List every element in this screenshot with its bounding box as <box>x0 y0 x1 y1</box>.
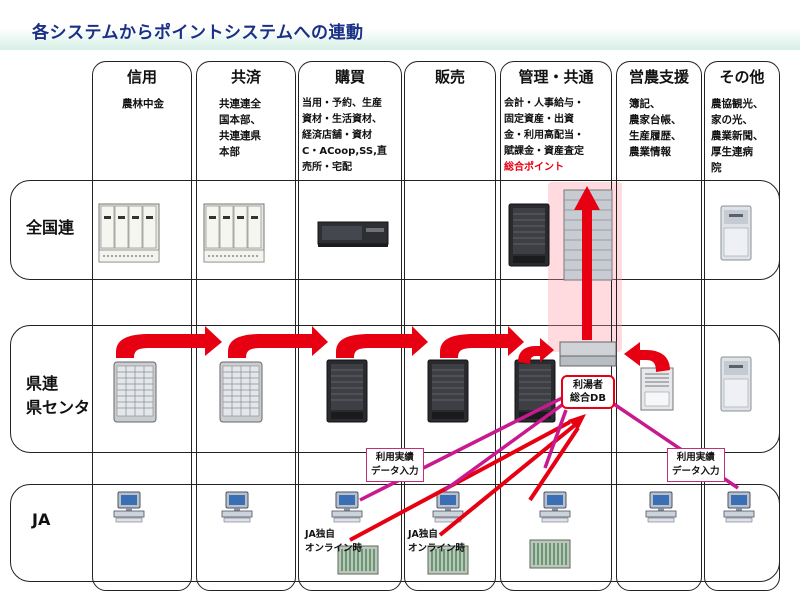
red-arrow-head <box>568 414 586 430</box>
column-einou: 営農支援 簿記、 農家台帳、 生産履歴、 農業情報 <box>616 61 702 591</box>
tower-server-icon <box>640 367 674 411</box>
rack-server-icon <box>317 221 389 247</box>
tower-server-icon <box>326 359 368 423</box>
row-label-text: 全国連 <box>26 218 75 237</box>
pc-terminal-icon <box>723 491 755 523</box>
red-curved-arrow <box>624 342 670 372</box>
row-label-zenkokuren: 全国連 <box>26 216 74 240</box>
column-kobai: 購買 当用・予約、生産 資材・生活資材、 経済店舗・資材 C・ACoop,SS,… <box>298 61 402 591</box>
red-curved-arrow <box>518 338 554 364</box>
note-line: データ入力 <box>672 466 720 477</box>
column-desc-line: 簿記、 <box>629 98 661 110</box>
tower-server-icon <box>720 356 752 412</box>
column-desc-line: 本部 <box>219 146 240 158</box>
row-label-text: 県センタ <box>26 398 91 417</box>
column-desc-line: C・ACoop,SS,直 <box>302 146 387 157</box>
row-label-text: JA <box>32 510 51 529</box>
column-desc-line: 家の光、 <box>711 114 753 126</box>
tower-server-icon <box>427 359 469 423</box>
column-hanbai: 販売 <box>404 61 496 591</box>
note-line: データ入力 <box>371 466 419 477</box>
column-header: その他 <box>719 68 765 86</box>
red-curved-arrow <box>336 326 428 358</box>
column-desc-line: 院 <box>711 162 722 174</box>
total-point-label: 総合ポイント <box>504 162 564 173</box>
column-desc-line: 売所・宅配 <box>302 162 352 173</box>
column-desc-line: 農業情報 <box>629 146 671 158</box>
column-kanri: 管理・共通 会計・人事給与・ 固定資産・出資 金・利用高配当・ 賦課金・資産査定… <box>500 61 612 591</box>
row-label-ja: JA <box>32 508 50 532</box>
usage-data-input-note-left: 利用実績 データ入力 <box>366 448 424 482</box>
total-point-arrow <box>574 186 600 340</box>
red-curved-arrow <box>116 326 222 358</box>
column-desc-line: 賦課金・資産査定 <box>504 146 584 157</box>
column-desc: 農林中金 <box>97 96 189 112</box>
column-desc-line: 金・利用高配当・ <box>504 130 584 141</box>
note-line: 利用実績 <box>676 452 715 463</box>
ja-note-line: JA独自 <box>408 529 438 540</box>
pc-terminal-icon <box>113 491 145 523</box>
column-desc-line: 農家台帳、 <box>629 114 682 126</box>
column-sonota: その他 農協観光、 家の光、 農業新聞、 厚生連病 院 <box>704 61 780 591</box>
title-band <box>0 0 800 50</box>
rack-server-icon <box>559 341 617 367</box>
pc-terminal-icon <box>645 491 677 523</box>
ja-note-line: オンライン時 <box>408 543 466 554</box>
column-header: 信用 <box>126 68 157 86</box>
ja-own-online-note-2: JA独自 オンライン時 <box>408 528 465 556</box>
column-desc-line: 経済店舗・資材 <box>302 130 372 141</box>
pc-terminal-icon <box>221 491 253 523</box>
column-desc-line: 当用・予約、生産 <box>302 98 382 109</box>
column-header: 共済 <box>230 68 261 86</box>
page-title: 各システムからポイントシステムへの連動 <box>32 23 364 43</box>
column-shinyo: 信用 農林中金 <box>92 61 192 591</box>
mainframe-rack-icon <box>98 203 160 263</box>
column-desc-line: 農業新聞、 <box>711 130 764 142</box>
column-header: 管理・共通 <box>518 68 594 86</box>
column-desc-line: 厚生連病 <box>711 146 753 158</box>
column-desc-line: 会計・人事給与・ <box>504 98 584 109</box>
ja-note-line: JA独自 <box>305 529 335 540</box>
note-line: 利用実績 <box>375 452 414 463</box>
column-desc-line: 共連連県 <box>219 130 261 142</box>
tower-server-icon <box>720 205 752 261</box>
db-box-line: 総合DB <box>570 393 606 404</box>
column-desc: 当用・予約、生産 資材・生活資材、 経済店舗・資材 C・ACoop,SS,直 売… <box>302 96 399 176</box>
row-label-text: 県連 <box>26 374 59 393</box>
column-desc-line: 農協観光、 <box>711 98 764 110</box>
column-desc: 簿記、 農家台帳、 生産履歴、 農業情報 <box>629 96 699 160</box>
column-header: 販売 <box>434 68 465 86</box>
column-desc: 共連連全 国本部、 共連連県 本部 <box>219 96 293 160</box>
red-curved-arrow <box>440 326 524 358</box>
ja-note-line: オンライン時 <box>305 543 363 554</box>
column-desc-line: 固定資産・出資 <box>504 114 574 125</box>
user-integrated-db-box: 利湯者 総合DB <box>561 375 615 409</box>
column-desc: 会計・人事給与・ 固定資産・出資 金・利用高配当・ 賦課金・資産査定 総合ポイン… <box>504 96 609 176</box>
column-desc-line: 生産履歴、 <box>629 130 682 142</box>
rack-server-icon <box>219 361 263 423</box>
column-desc-line: 資材・生活資材、 <box>302 114 382 125</box>
column-kyosai: 共済 共連連全 国本部、 共連連県 本部 <box>196 61 296 591</box>
red-curved-arrow <box>228 326 328 358</box>
column-header: 購買 <box>334 68 365 86</box>
db-box-line: 利湯者 <box>573 380 603 391</box>
tower-server-icon <box>508 203 550 267</box>
column-header: 営農支援 <box>628 68 689 86</box>
column-desc-line: 農林中金 <box>122 98 164 110</box>
column-desc: 農協観光、 家の光、 農業新聞、 厚生連病 院 <box>711 96 777 176</box>
mainframe-rack-icon <box>203 203 265 263</box>
row-label-kenren: 県連 県センタ <box>26 372 90 420</box>
pc-terminal-icon <box>539 491 571 523</box>
ja-own-online-note-1: JA独自 オンライン時 <box>305 528 362 556</box>
pc-terminal-icon <box>331 491 363 523</box>
column-desc-line: 国本部、 <box>219 114 261 126</box>
column-desc-line: 共連連全 <box>219 98 261 110</box>
usage-data-input-note-right: 利用実績 データ入力 <box>667 448 725 482</box>
blade-server-icon <box>529 539 571 569</box>
rack-server-icon <box>113 361 157 423</box>
